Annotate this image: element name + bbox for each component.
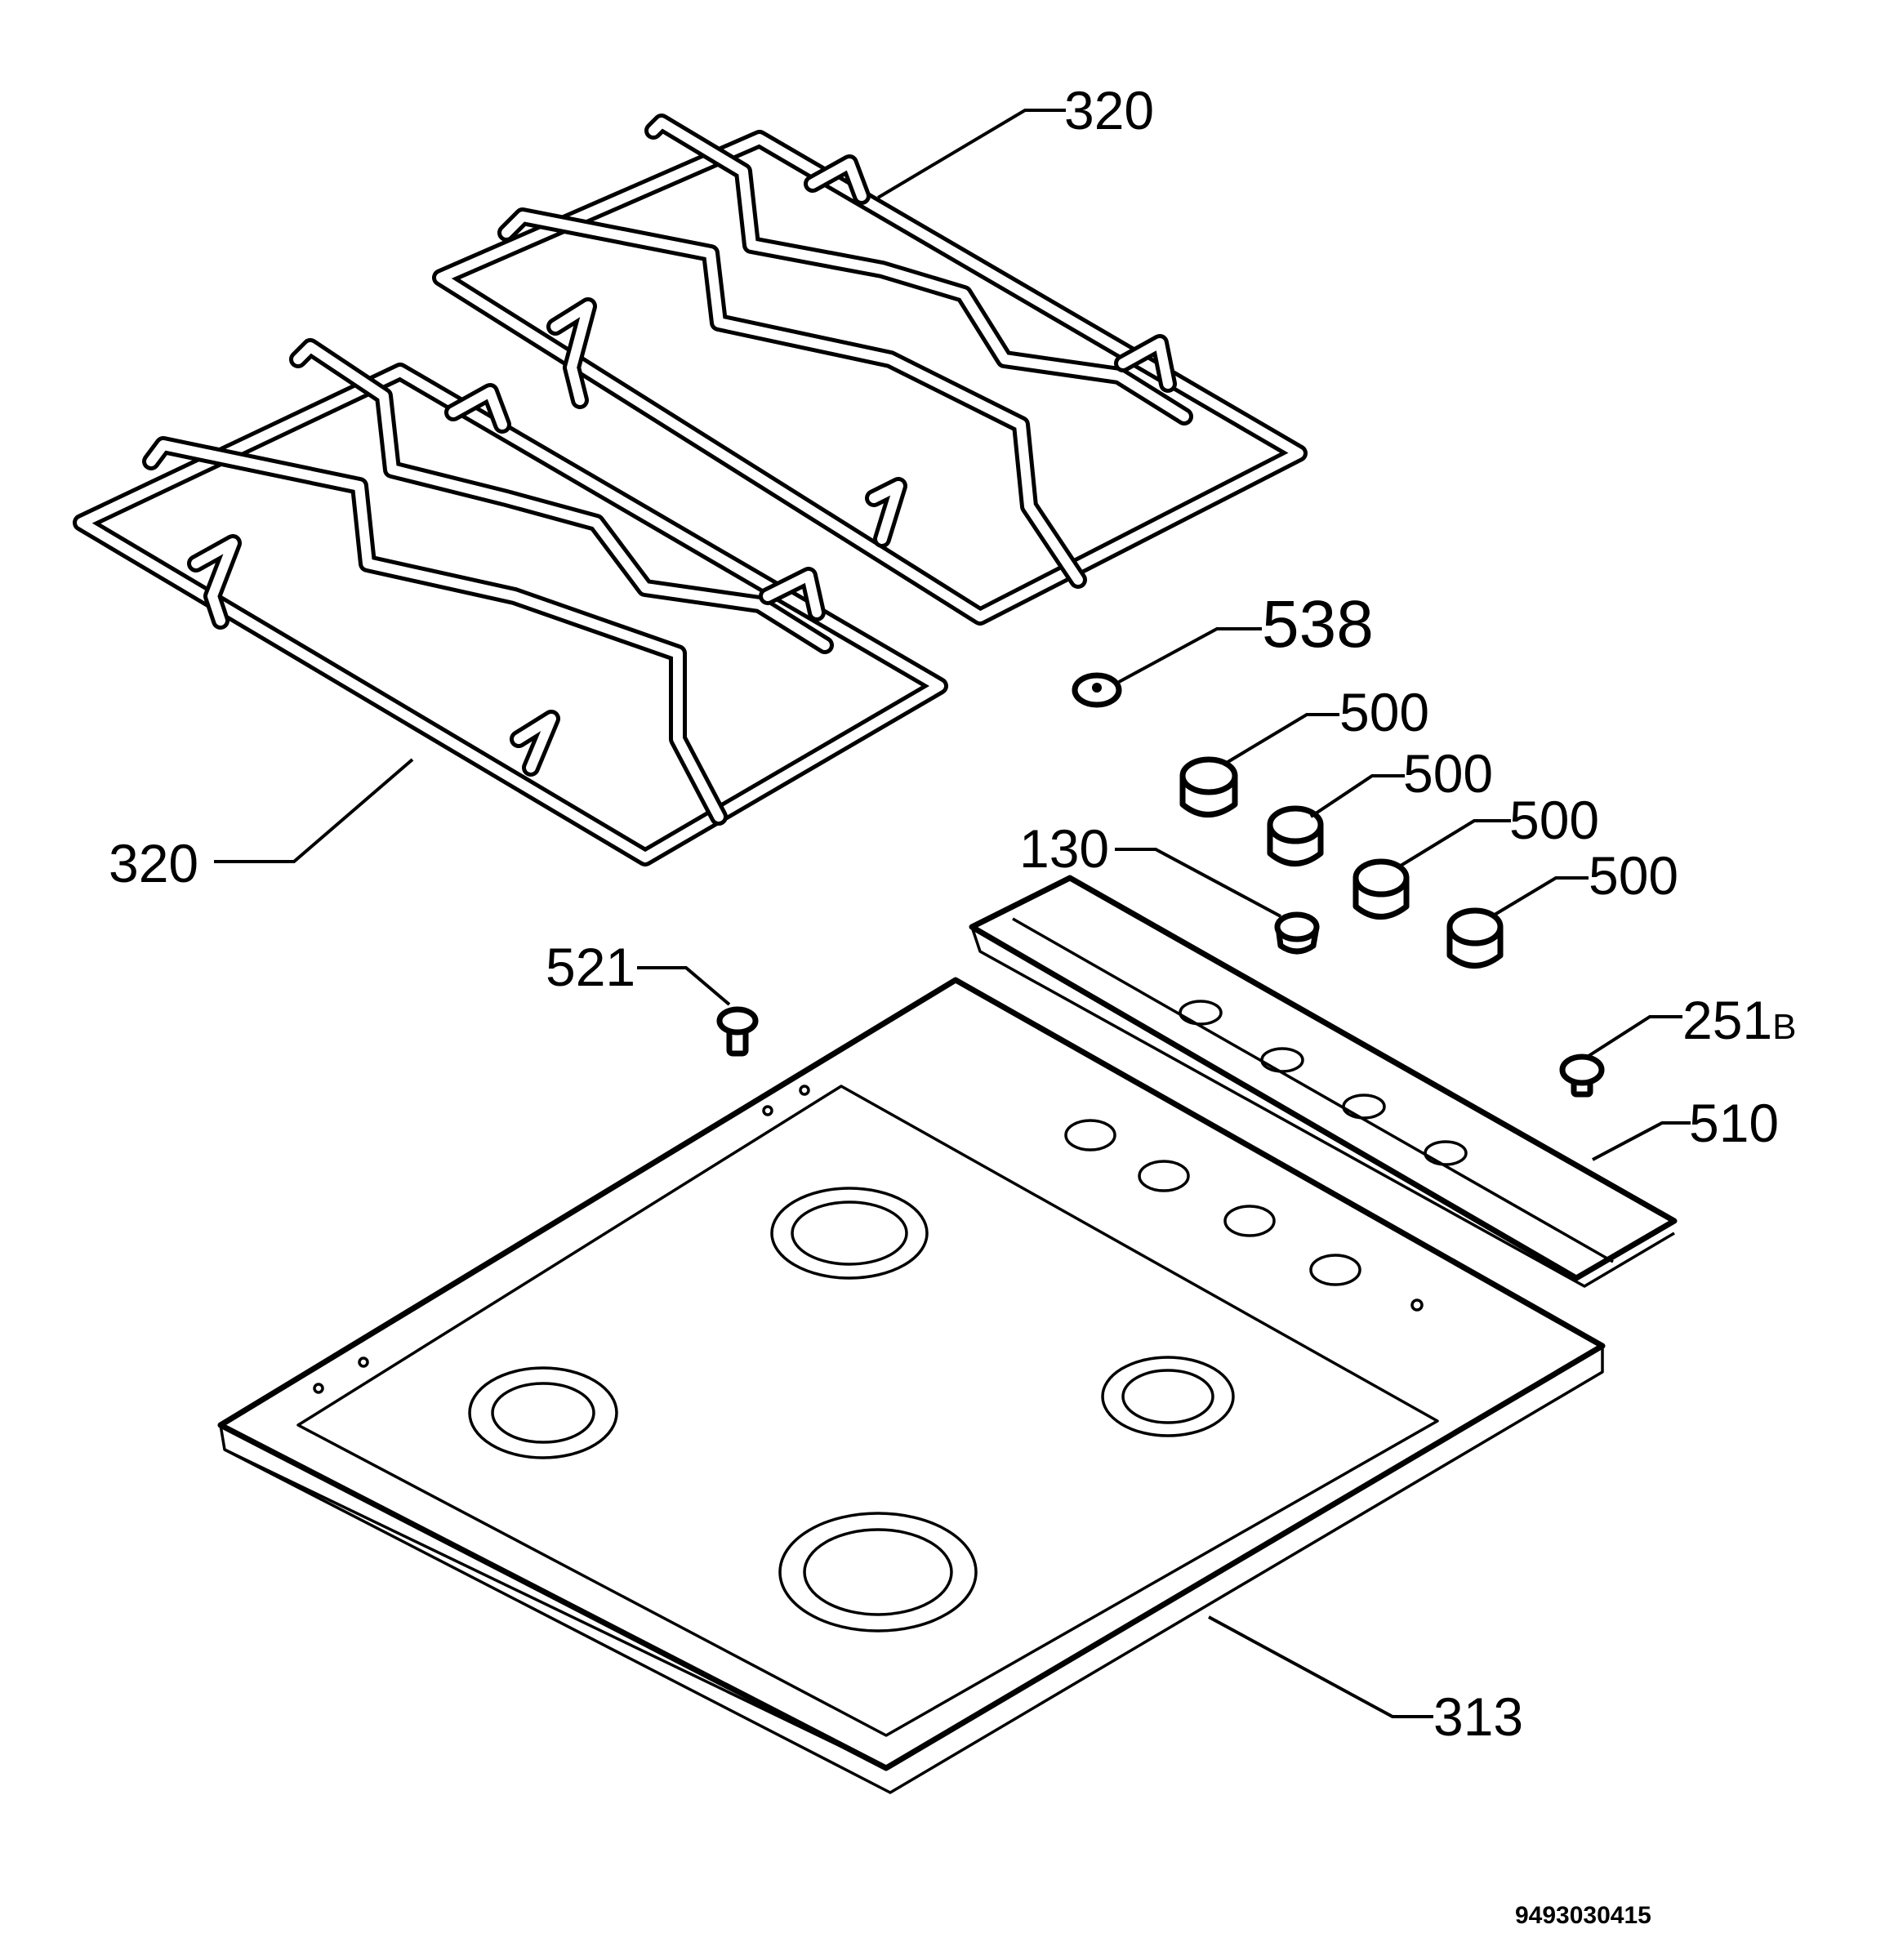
label-538: 538 <box>1262 587 1374 662</box>
label-500-knob-3: 500 <box>1509 790 1599 850</box>
label-500-knob-2: 500 <box>1403 743 1493 804</box>
label-251-number: 251 <box>1682 990 1772 1050</box>
thermocouple-plug <box>1072 672 1122 708</box>
label-251-suffix: B <box>1772 1007 1796 1047</box>
burner-ring-front <box>778 1512 978 1633</box>
label-251: 251B <box>1682 990 1796 1050</box>
gas-tap-cap <box>1559 1054 1605 1098</box>
control-panel-strip <box>969 875 1678 1288</box>
ignition-button <box>1274 911 1320 955</box>
label-500-knob-4: 500 <box>1589 845 1678 906</box>
label-313: 313 <box>1433 1686 1523 1747</box>
pan-support-grid-lower <box>73 338 948 866</box>
document-number: 9493030415 <box>1515 1902 1651 1929</box>
screw <box>716 1006 759 1057</box>
label-521: 521 <box>546 937 635 997</box>
label-320-upper: 320 <box>1064 80 1154 140</box>
burner-ring-rear-left <box>770 1187 929 1280</box>
label-320-lower: 320 <box>109 833 198 893</box>
control-knob-3 <box>1352 858 1410 920</box>
burner-ring-right <box>1101 1356 1235 1437</box>
control-knob-1 <box>1179 756 1238 817</box>
control-knob-2 <box>1267 805 1324 866</box>
control-holes <box>313 1085 1424 1394</box>
hob-top-plate <box>217 977 1606 1794</box>
control-knob-4 <box>1446 907 1504 969</box>
pan-support-grid-upper <box>432 114 1308 626</box>
burner-ring-left <box>468 1366 618 1459</box>
label-510: 510 <box>1689 1093 1779 1153</box>
label-130: 130 <box>1019 818 1109 879</box>
label-500-knob-1: 500 <box>1339 682 1429 742</box>
leader-lines <box>214 109 1691 1718</box>
